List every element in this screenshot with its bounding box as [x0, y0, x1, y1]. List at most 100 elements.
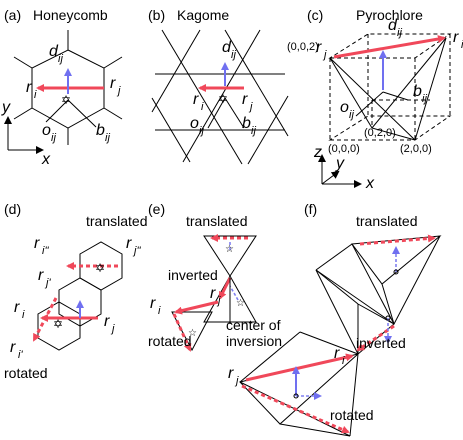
tetra-edge-f: [315, 243, 353, 271]
label-d-c: d: [388, 17, 398, 34]
bond-arrow-c: [333, 35, 446, 59]
tetra-edge-f: [279, 423, 351, 437]
label-ri2-d: r: [34, 235, 40, 252]
triangle-left-e: [171, 311, 213, 352]
kagome-line-3: [247, 95, 289, 165]
kagome-b-vector: [224, 97, 245, 129]
sub-ij: ij: [251, 125, 256, 137]
label-b-b: b: [242, 115, 251, 132]
panel-c: (c) Pyrochlore r j r i d ij o ij b ij (0…: [287, 7, 463, 192]
cube-bottom: [328, 115, 452, 141]
axis-z-c: z: [313, 144, 322, 161]
coord-002: (0,0,2): [287, 41, 319, 53]
panel-b-title: Kagome: [177, 7, 229, 23]
coord-020: (0,2,0): [364, 127, 396, 139]
panel-d: (d) translated ✡ ✡ r i'' r j'' r j' r i …: [4, 201, 147, 381]
sub-j: j: [216, 295, 221, 307]
sub-j: j: [116, 85, 121, 97]
label-o-a: o: [42, 122, 51, 139]
b-vector-c: [382, 91, 409, 101]
label-o-c: o: [340, 99, 349, 116]
tetra-edge-f: [351, 243, 395, 325]
sub-ij: ij: [397, 27, 402, 39]
sub-j: j: [110, 323, 115, 335]
sub-ij: ij: [51, 132, 56, 144]
tetra-edge: [371, 37, 447, 129]
label-translated-d: translated: [86, 213, 147, 229]
panel-f-tag: (f): [304, 201, 317, 217]
center-dot-f3: [293, 393, 299, 399]
kagome-o-vector: [207, 97, 226, 129]
center-dot-f2: [385, 315, 391, 321]
label-ri-b: r: [193, 91, 199, 108]
sub-j2: j'': [132, 245, 142, 257]
label-inversion: inversion: [226, 333, 282, 349]
tetra-edge-f: [299, 331, 359, 355]
tetra-edge-f: [393, 235, 441, 325]
sub-i1: i': [18, 349, 23, 361]
panel-e-tag: (e): [148, 201, 165, 217]
o-vector-a: [45, 99, 69, 123]
label-ri-c: r: [453, 29, 459, 46]
hex-stub-bl: [13, 107, 33, 120]
rotated-bond-f: [241, 384, 350, 434]
center-dot-f1: [393, 269, 399, 275]
label-ri-e: r: [150, 295, 156, 312]
sub-ij: ij: [199, 125, 204, 137]
tetra-edge: [329, 57, 416, 141]
rotated-bond-d: [32, 297, 58, 342]
label-rj-e: r: [210, 285, 216, 302]
axis-y-a: y: [1, 99, 11, 116]
label-translated-e: translated: [186, 213, 247, 229]
hex-stub-tr: [103, 56, 123, 69]
label-rotated-d: rotated: [4, 365, 48, 381]
bond-arrow-e: [174, 300, 219, 315]
center-star-b: ✡: [218, 92, 228, 106]
label-o-b: o: [190, 115, 199, 132]
sub-i: i: [158, 305, 161, 317]
label-rotated-e: rotated: [148, 333, 192, 349]
hex-stub-tl: [13, 56, 33, 69]
star-top-d: ✡: [95, 261, 105, 275]
label-translated-f: translated: [356, 213, 417, 229]
sub-j1: j': [44, 277, 51, 289]
star-e2: ☆: [236, 298, 245, 309]
label-center-of: center of: [226, 317, 281, 333]
label-ri-d: r: [14, 299, 20, 316]
label-rj-c: r: [316, 39, 322, 56]
star-bottom-d: ✡: [53, 317, 63, 331]
sub-i: i: [461, 39, 463, 51]
panel-b: (b) Kagome ✡ d ij r i r j o ij b ij: [148, 7, 289, 165]
translated-bond-f: [359, 234, 436, 246]
panel-a: (a) Honeycomb ✡ d ij r i r j o ij b ij y…: [1, 7, 123, 168]
tetra-edge-f: [315, 269, 359, 305]
sub-i: i: [22, 309, 25, 321]
panel-e: (e) translated ☆ ☆ ☆ inverted r i r j ro…: [148, 201, 282, 352]
label-d-a: d: [49, 43, 59, 60]
o-vector-c: [355, 91, 384, 117]
coord-200: (2,0,0): [400, 143, 432, 155]
kagome-line-6: [151, 97, 191, 163]
panel-b-tag: (b): [148, 7, 165, 23]
sub-ij: ij: [349, 109, 354, 121]
tetra-edge-f: [239, 331, 301, 383]
panel-c-tag: (c): [307, 7, 323, 23]
sub-j: j: [248, 101, 253, 113]
sub-i: i: [201, 101, 204, 113]
tetra-edge-f: [381, 283, 395, 325]
label-rj-a: r: [110, 75, 116, 92]
kagome-line-1: [151, 29, 201, 113]
kagome-line-5: [224, 29, 289, 137]
label-inverted-f: inverted: [356, 335, 406, 351]
triangle-top-e: [203, 235, 257, 277]
tetra-edge: [414, 37, 447, 141]
label-ri-f: r: [334, 345, 340, 362]
sub-j: j: [322, 49, 327, 61]
center-star-a: ✡: [61, 93, 71, 107]
sub-ij: ij: [58, 53, 63, 65]
tetra-edge-f: [349, 353, 359, 437]
panel-c-title: Pyrochlore: [356, 7, 423, 23]
star-e1: ☆: [225, 244, 234, 255]
inverted-bond-e: [218, 277, 232, 300]
